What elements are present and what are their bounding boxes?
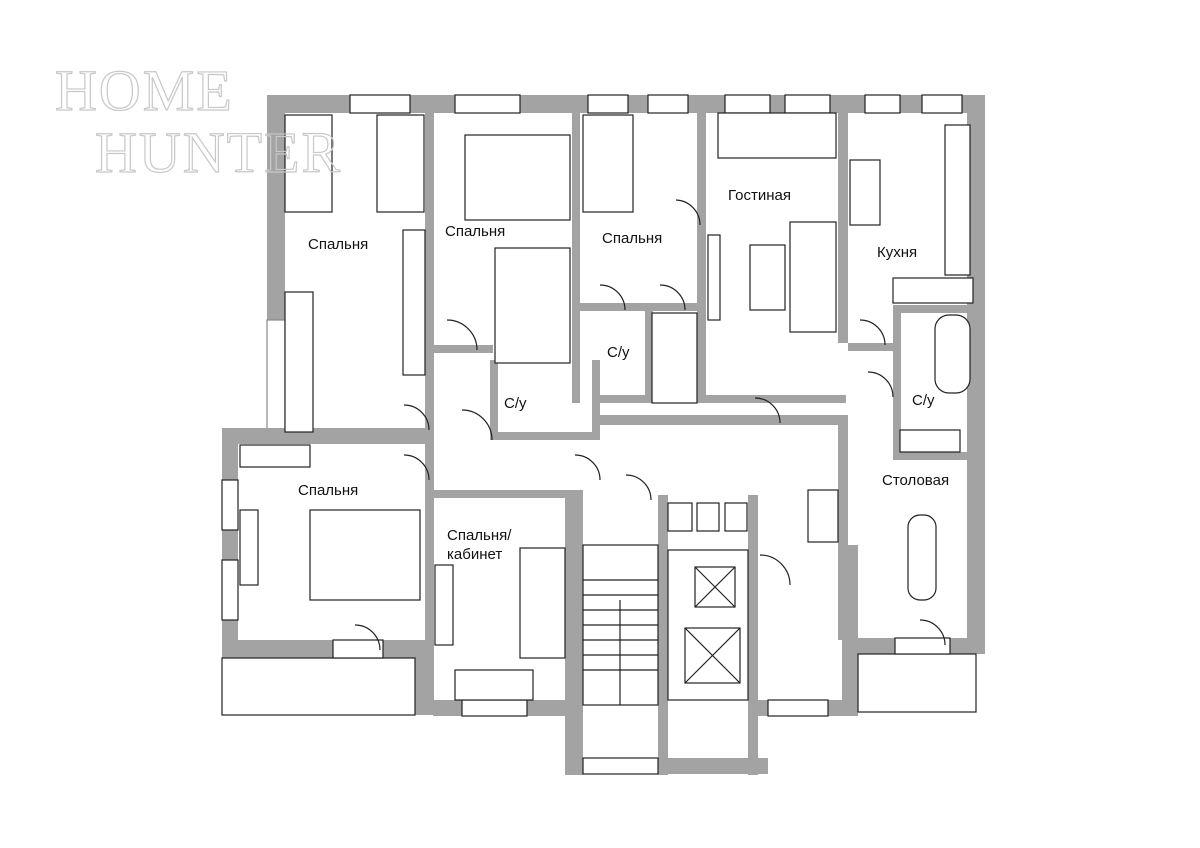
room-label-bedroom-4: Спальня <box>298 482 358 499</box>
room-label-bathroom-1: С/у <box>607 344 630 361</box>
room-label-bathroom-3: С/у <box>912 392 935 409</box>
room-label-living-room: Гостиная <box>728 187 791 204</box>
bed-single-1 <box>284 114 333 213</box>
sink-double <box>899 429 961 453</box>
desk <box>284 291 314 433</box>
bed-single-2 <box>376 114 425 213</box>
room-label-kitchen: Кухня <box>877 244 917 261</box>
dining-table <box>907 514 937 601</box>
bathtub <box>934 314 971 394</box>
room-label-bedroom-office: Спальня/ <box>447 527 512 544</box>
shaft <box>807 489 839 543</box>
wardrobe-2 <box>494 247 571 364</box>
double-bed-1 <box>464 134 571 221</box>
wardrobe-4 <box>239 444 311 468</box>
furniture <box>239 112 974 706</box>
tv <box>707 234 721 321</box>
room-label-dining-room: Столовая <box>882 472 949 489</box>
tv-2 <box>239 509 259 586</box>
coffee-table <box>749 244 786 311</box>
desk-2 <box>454 669 534 701</box>
room-label-bedroom-office-2: кабинет <box>447 546 502 563</box>
wardrobe-1 <box>402 229 426 376</box>
wardrobe-3 <box>651 312 698 404</box>
room-label-bedroom-2: Спальня <box>445 223 505 240</box>
double-bed-2 <box>309 509 421 601</box>
tv-3 <box>434 564 454 646</box>
room-labels: Спальня Спальня Спальня Гостиная Кухня С… <box>298 187 949 563</box>
kitchen-counter <box>944 124 971 276</box>
bed-single-3 <box>582 114 634 213</box>
sofa-1 <box>717 112 837 159</box>
windows <box>221 94 963 775</box>
sofa-3 <box>519 547 566 659</box>
watermark-line-2: HUNTER <box>95 120 342 185</box>
sofa-2 <box>789 221 837 333</box>
room-label-bedroom-1: Спальня <box>308 236 368 253</box>
kitchen-counter-2 <box>892 277 974 304</box>
kitchen-table <box>849 159 881 226</box>
room-label-bedroom-3: Спальня <box>602 230 662 247</box>
room-label-bathroom-2: С/у <box>504 395 527 412</box>
watermark-logo: HOME HUNTER <box>54 57 342 185</box>
watermark-line-1: HOME <box>55 58 234 123</box>
